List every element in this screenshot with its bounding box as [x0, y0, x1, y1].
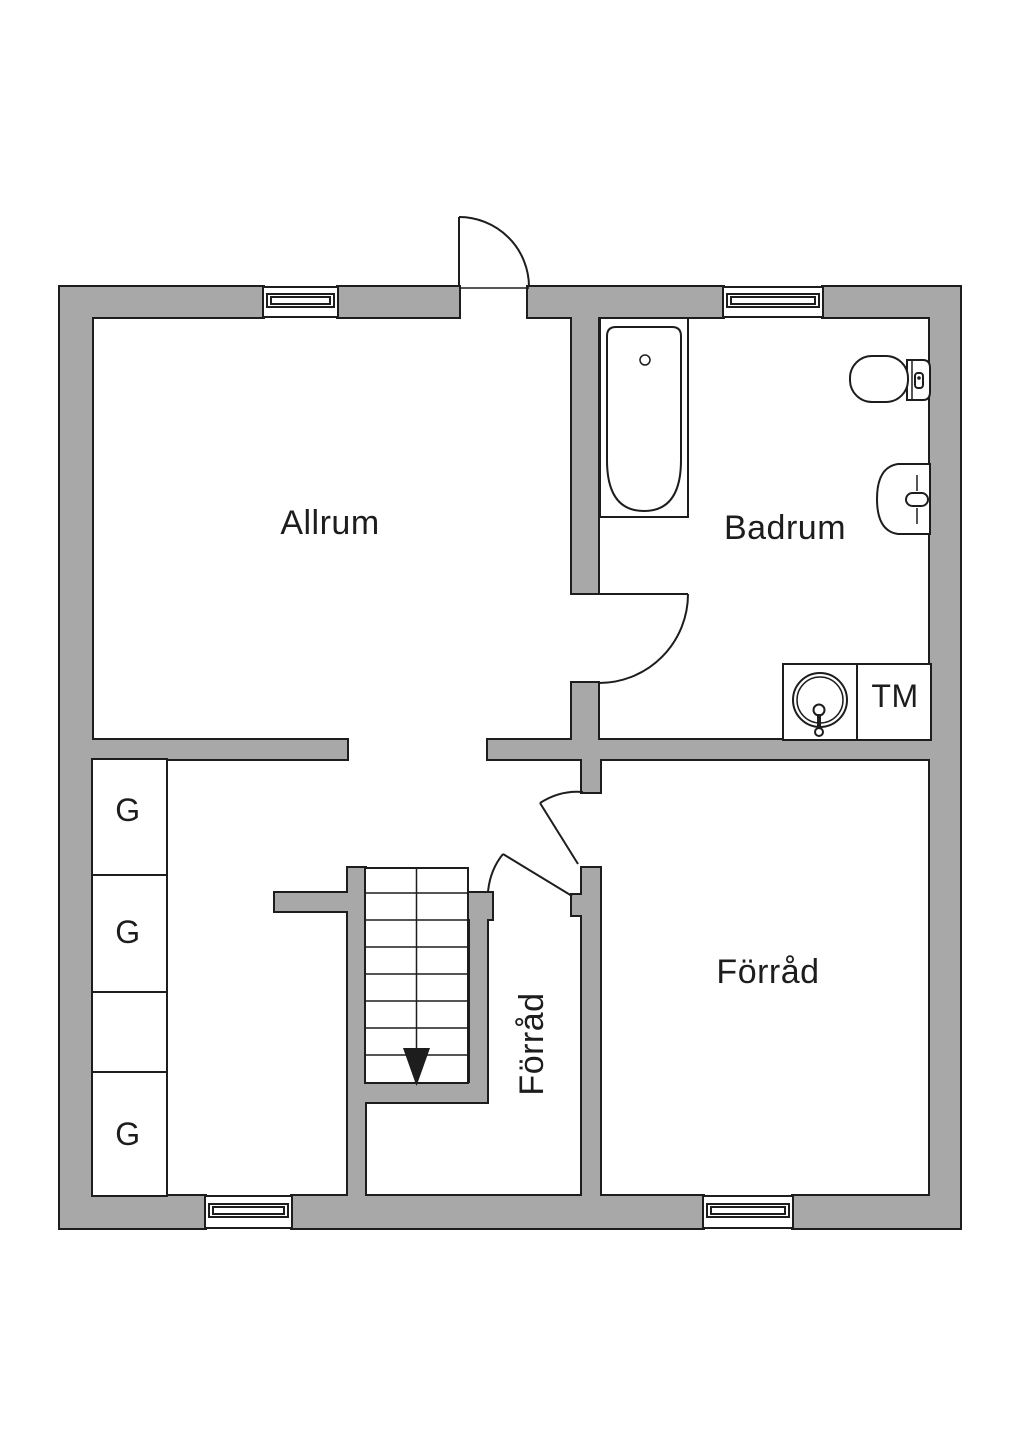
sink-icon [875, 463, 931, 535]
tm-box: TM [856, 663, 932, 741]
window-icon-top-right [722, 286, 824, 318]
corridor-door-swing-icon [487, 853, 573, 897]
wardrobe-label-3: G [115, 1116, 140, 1152]
window-icon-top-left [262, 286, 339, 318]
tm-label: TM [871, 678, 918, 714]
bathtub-icon [599, 317, 689, 518]
entry-door-swing-icon [458, 216, 530, 289]
wardrobe-label-2: G [115, 914, 140, 950]
room-label-badrum: Badrum [724, 509, 846, 547]
stairs [364, 867, 469, 1086]
window-icon-bottom-right [702, 1195, 794, 1229]
forrad-door-swing-icon [539, 790, 584, 865]
stairs-down-arrow-icon [403, 1048, 430, 1086]
window-icon-bottom-left [204, 1195, 293, 1229]
toilet-icon [849, 355, 931, 403]
badrum-door-swing-icon [598, 593, 689, 684]
wardrobe-label-1: G [115, 792, 140, 828]
room-label-forrad-main: Förråd [716, 953, 819, 991]
room-label-forrad-corridor: Förråd [513, 992, 551, 1095]
walls [60, 287, 960, 1228]
wardrobe-icons [91, 758, 168, 1197]
room-label-allrum: Allrum [280, 504, 379, 542]
washing-machine-icon [782, 663, 858, 741]
